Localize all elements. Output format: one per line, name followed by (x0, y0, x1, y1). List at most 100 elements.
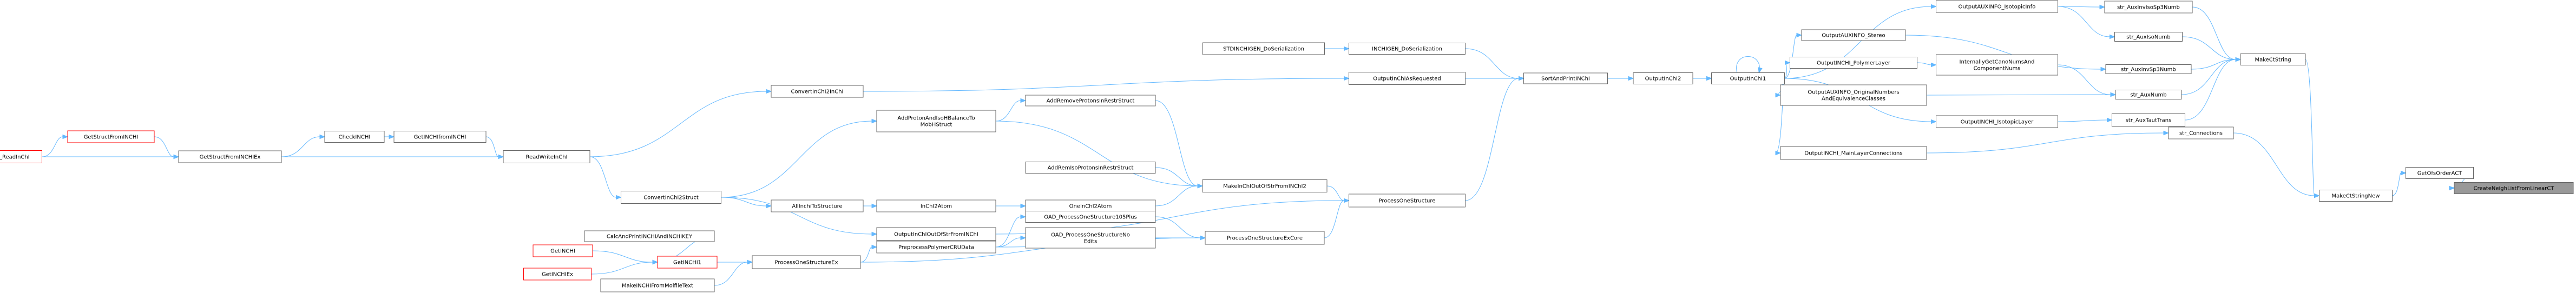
node-add-remove-protons[interactable]: AddRemoveProtonsInRestrStruct (1025, 95, 1156, 106)
node-out-aux-isotopic[interactable]: OutputAUXINFO_IsotopicInfo (1936, 0, 2058, 13)
node-make-inchifrom-molfile[interactable]: MakeINCHIFromMolfileText (600, 278, 715, 292)
node-box[interactable] (2240, 54, 2306, 65)
node-box[interactable] (1633, 72, 1693, 84)
node-box[interactable] (1349, 43, 1466, 55)
node-box[interactable] (1801, 29, 1906, 41)
node-box[interactable] (1523, 72, 1608, 84)
node-box[interactable] (1936, 54, 2058, 76)
node-box[interactable] (1790, 57, 1917, 69)
node-ixa-mol-read-in-ch-i[interactable]: IXA_MOL_ReadInChI (0, 150, 42, 163)
node-box[interactable] (876, 241, 996, 254)
node-box[interactable] (876, 110, 996, 132)
node-check-inchi[interactable]: CheckINCHI (324, 131, 385, 143)
node-std-serialization[interactable]: STDINCHIGEN_DoSerialization (1202, 42, 1325, 55)
node-box[interactable] (752, 255, 861, 269)
node-box[interactable] (503, 150, 590, 163)
node-out-aux-orig[interactable]: OutputAUXINFO_OriginalNumbersAndEquivale… (1780, 84, 1927, 106)
node-get-order[interactable]: GetOfsOrderACT (2406, 167, 2474, 179)
node-make-ct-string-new[interactable]: MakeCtStringNew (2319, 190, 2393, 202)
node-box[interactable] (1025, 95, 1156, 106)
node-str-aux-taut-trans[interactable]: str_AuxTautTrans (2112, 113, 2185, 127)
node-output-in-ch-iout-of-str[interactable]: OutputInChIOutOfStrFromINChI (876, 227, 996, 241)
node-box[interactable] (2112, 113, 2185, 127)
node-preprocess-polymer[interactable]: PreprocessPolymerCRUData (876, 241, 996, 254)
node-out-in-ch-ias-requested[interactable]: OutputInChIAsRequested (1349, 72, 1466, 85)
node-box[interactable] (2168, 126, 2234, 139)
node-box[interactable] (771, 199, 864, 212)
node-box[interactable] (600, 278, 715, 292)
node-label: MakeINCHIFromMolfileText (622, 283, 693, 289)
node-calc-and-print[interactable]: CalcAndPrintINCHIAndINCHIKEY (584, 230, 715, 242)
node-box[interactable] (1202, 179, 1328, 192)
node-process-one-structure-ex-core[interactable]: ProcessOneStructureExCore (1205, 231, 1325, 245)
node-box[interactable] (523, 268, 592, 281)
node-box[interactable] (876, 227, 996, 241)
node-sort-and-print[interactable]: SortAndPrintINChI (1523, 72, 1608, 84)
node-process-one-structure-ex[interactable]: ProcessOneStructureEx (752, 255, 861, 269)
node-box[interactable] (1025, 211, 1156, 223)
node-out-in-ch-i2[interactable]: OutputInChI2 (1633, 72, 1693, 84)
node-get-inchifrom-inchi[interactable]: GetINCHIfromINCHI (393, 131, 487, 143)
node-convert-in-ch-i2-in-ch-i[interactable]: ConvertInChI2InChI (771, 85, 864, 98)
node-process-one-structure[interactable]: ProcessOneStructure (1349, 194, 1466, 208)
node-box[interactable] (67, 130, 155, 143)
node-box[interactable] (393, 131, 487, 143)
node-box[interactable] (2115, 90, 2182, 99)
node-convert-in-ch-i2-struct[interactable]: ConvertInChI2Struct (621, 191, 721, 204)
node-box[interactable] (1205, 231, 1325, 245)
node-out-isotopic-layer[interactable]: OutputINCHI_IsotopicLayer (1936, 115, 2058, 128)
node-box[interactable] (771, 85, 864, 98)
node-out-aux-stereo[interactable]: OutputAUXINFO_Stereo (1801, 29, 1906, 41)
node-str-aux-numb[interactable]: str_AuxNumb (2115, 90, 2182, 99)
node-box[interactable] (2104, 1, 2193, 14)
node-read-write-in-ch-i[interactable]: ReadWriteInChI (503, 150, 590, 163)
node-get-inchi1[interactable]: GetINCHI1 (657, 256, 718, 269)
node-box[interactable] (533, 244, 593, 257)
node-box[interactable] (1936, 115, 2058, 128)
node-get-inchiex[interactable]: GetINCHIEx (523, 268, 592, 281)
node-oad-process105[interactable]: OAD_ProcessOneStructure105Plus (1025, 211, 1156, 223)
node-box[interactable] (1025, 227, 1156, 249)
node-box[interactable] (1780, 84, 1927, 106)
node-make-in-ch-iout-of-str[interactable]: MakeInChIOutOfStrFromINChI2 (1202, 179, 1328, 192)
node-box[interactable] (178, 150, 282, 163)
node-out-main-layer[interactable]: OutputINCHI_MainLayerConnections (1780, 146, 1927, 160)
node-box[interactable] (1780, 146, 1927, 160)
node-get-struct-from-inchi[interactable]: GetStructFromINCHI (67, 130, 155, 143)
node-box[interactable] (1202, 42, 1325, 55)
node-all-in-ch-ito-structure[interactable]: AllInchiToStructure (771, 199, 864, 212)
node-box[interactable] (621, 191, 721, 204)
node-inchigen-serialization[interactable]: INCHIGEN_DoSerialization (1349, 43, 1466, 55)
node-add-rem-iso-protons[interactable]: AddRemIsoProtonsInRestrStruct (1025, 162, 1156, 174)
node-box[interactable] (2406, 167, 2474, 179)
node-str-aux-iso-numb[interactable]: str_AuxIsoNumb (2114, 32, 2183, 42)
node-get-inchi[interactable]: GetINCHI (533, 244, 593, 257)
node-box[interactable] (1936, 0, 2058, 13)
node-make-ct-string[interactable]: MakeCtString (2240, 54, 2306, 65)
node-box[interactable] (657, 256, 718, 269)
node-out-polymer-layer[interactable]: OutputINCHI_PolymerLayer (1790, 57, 1917, 69)
node-box[interactable] (2114, 32, 2183, 42)
node-one-in-ch-i2-atom[interactable]: OneInChI2Atom (1025, 199, 1156, 212)
node-box[interactable] (2319, 190, 2393, 202)
node-box[interactable] (876, 199, 996, 212)
node-box[interactable] (1349, 72, 1466, 85)
node-in-ch-i2-atom[interactable]: InChI2Atom (876, 199, 996, 212)
node-box[interactable] (2105, 64, 2192, 74)
node-str-connections[interactable]: str_Connections (2168, 126, 2234, 139)
node-box[interactable] (584, 230, 715, 242)
node-box[interactable] (0, 150, 42, 163)
node-get-struct-from-inchiex[interactable]: GetStructFromINCHIEx (178, 150, 282, 163)
node-box[interactable] (2454, 182, 2574, 194)
node-box[interactable] (324, 131, 385, 143)
node-out-in-ch-i1[interactable]: OutputInChI1 (1711, 72, 1785, 84)
node-str-aux-inv-sp3-numb[interactable]: str_AuxInvSp3Numb (2105, 64, 2192, 74)
node-box[interactable] (1711, 72, 1785, 84)
node-box[interactable] (1025, 162, 1156, 174)
node-root[interactable]: CreateNeighListFromLinearCT (2454, 182, 2574, 194)
node-str-aux-inv-iso-sp3-numb[interactable]: str_AuxInvIsoSp3Numb (2104, 1, 2193, 14)
node-box[interactable] (1349, 194, 1466, 208)
